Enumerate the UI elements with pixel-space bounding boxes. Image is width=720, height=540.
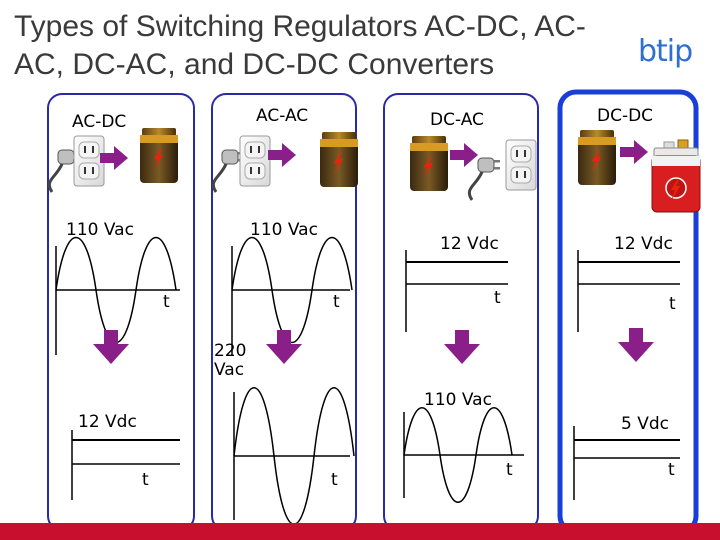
plug-icon [211,148,246,194]
battery-icon [578,130,616,185]
output-voltage-label: 5 Vdc [621,414,669,434]
time-axis-label: t [331,470,338,490]
outlet-icon [73,135,105,187]
dc-output-waveform [573,426,680,500]
input-voltage-label: 12 Vdc [440,234,499,254]
time-axis-label: t [163,292,170,312]
down-arrow-icon [618,328,654,362]
down-arrow-icon [266,330,302,364]
right-arrow-icon [450,143,478,167]
dc-output-waveform [71,430,180,500]
ac-output-waveform [233,387,355,525]
time-axis-label: t [668,460,675,480]
column-title-dc-ac: DC-AC [430,110,484,130]
output-voltage-label: 110 Vac [424,390,492,410]
input-voltage-label: 110 Vac [250,220,318,240]
time-axis-label: t [333,292,340,312]
time-axis-label: t [669,294,676,314]
car-battery-icon [651,139,701,213]
right-arrow-icon [620,140,648,164]
outlet-icon [239,135,271,187]
ac-input-waveform [231,237,353,355]
outlet-icon [505,139,537,191]
column-title-dc-dc: DC-DC [597,106,654,126]
time-axis-label: t [506,460,513,480]
output-voltage-label: 220 Vac [214,341,247,380]
battery-icon [140,128,178,183]
right-arrow-icon [268,143,296,167]
input-voltage-label: 12 Vdc [614,234,673,254]
dc-input-waveform [577,250,680,332]
btip-logo: btip [638,34,693,69]
dc-input-waveform [405,250,508,332]
ac-output-waveform [403,407,524,503]
column-title-ac-ac: AC-AC [256,106,309,126]
bottom-bar [0,523,720,540]
input-voltage-label: 110 Vac [66,220,134,240]
battery-icon [320,132,358,187]
output-voltage-label: 12 Vdc [78,412,137,432]
column-title-ac-dc: AC-DC [72,112,127,132]
slide-title: Types of Switching Regulators AC-DC, AC-… [14,10,586,81]
plug-icon [467,156,502,202]
down-arrow-icon [444,330,480,364]
battery-icon [410,136,448,191]
time-axis-label: t [142,470,149,490]
time-axis-label: t [494,288,501,308]
